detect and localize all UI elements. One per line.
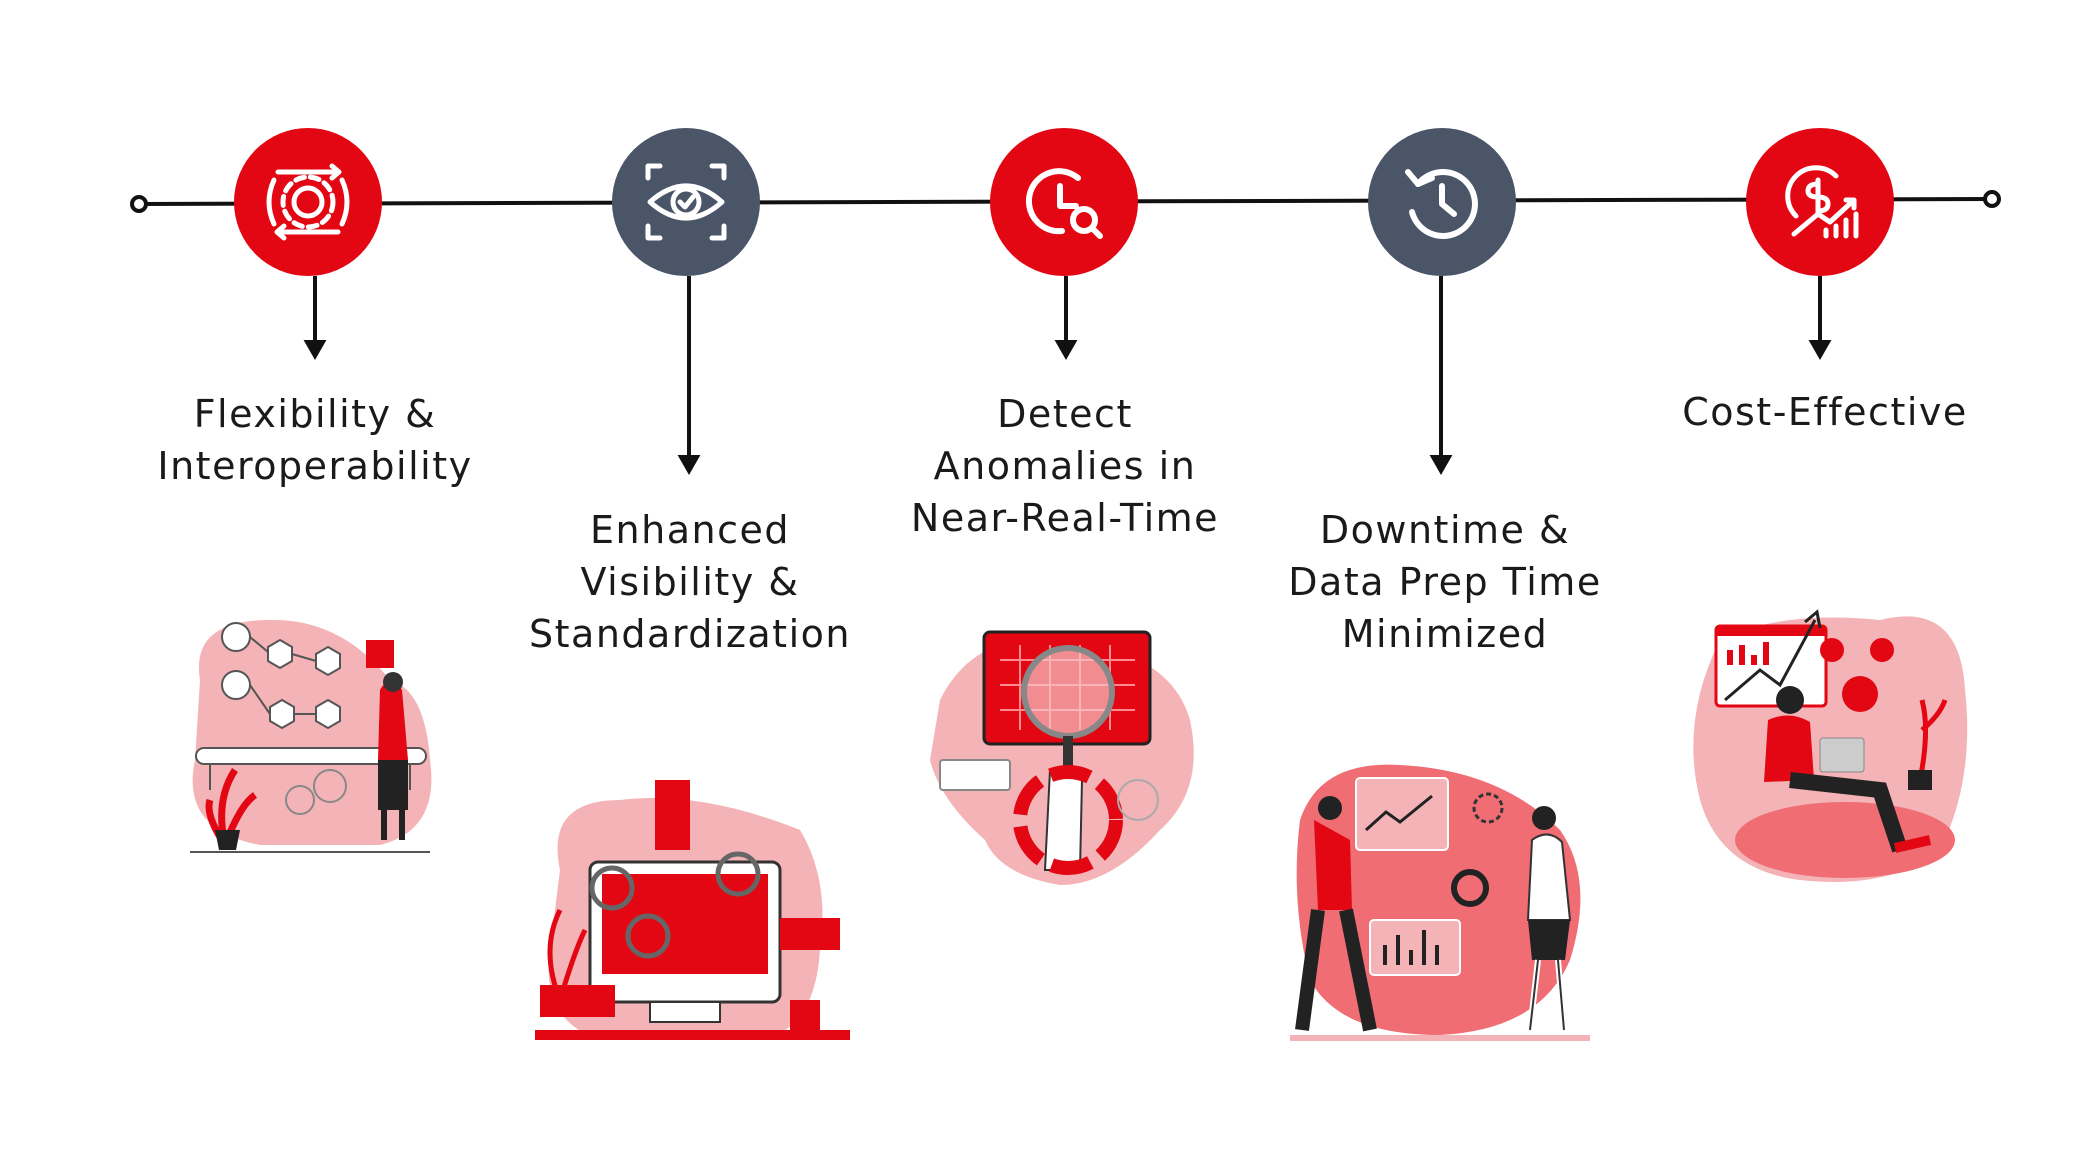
step-4-line-3: Minimized xyxy=(1341,612,1549,656)
illustration-cost-effective xyxy=(1693,609,1968,882)
arrow-5-icon xyxy=(1808,340,1832,361)
step-label-3: Detect Anomalies in Near-Real-Time xyxy=(885,388,1245,544)
step-label-4: Downtime & Data Prep Time Minimized xyxy=(1265,504,1625,660)
step-3-line-3: Near-Real-Time xyxy=(910,496,1220,540)
eye-check-icon xyxy=(645,163,727,241)
clock-search-icon xyxy=(1025,168,1103,239)
step-label-2: Enhanced Visibility & Standardization xyxy=(510,504,870,660)
connector-arrows xyxy=(303,276,1832,476)
arrow-3-icon xyxy=(1054,340,1078,361)
step-2-line-1: Enhanced xyxy=(590,508,790,552)
step-2-line-2: Visibility & xyxy=(580,560,800,604)
step-4-line-2: Data Prep Time xyxy=(1288,560,1602,604)
step-3-line-1: Detect xyxy=(997,392,1133,436)
arrow-1-icon xyxy=(303,340,327,361)
step-label-1: Flexibility & Interoperability xyxy=(140,388,490,492)
step-3-line-2: Anomalies in xyxy=(933,444,1197,488)
step-circle-1 xyxy=(234,128,382,276)
illustration-downtime xyxy=(1290,764,1590,1041)
step-5-line-1: Cost-Effective xyxy=(1682,390,1968,434)
arrow-2-icon xyxy=(677,455,701,476)
dollar-growth-icon xyxy=(1785,165,1859,239)
illustration-visibility xyxy=(535,780,850,1040)
clock-history-icon xyxy=(1405,169,1478,239)
illustration-anomalies xyxy=(930,630,1194,885)
step-circle-3 xyxy=(990,128,1138,276)
step-4-line-1: Downtime & xyxy=(1319,508,1571,552)
timeline-start-node xyxy=(130,195,148,213)
step-label-5: Cost-Effective xyxy=(1645,386,2005,438)
step-1-line-2: Interoperability xyxy=(157,444,473,488)
step-2-line-3: Standardization xyxy=(529,612,851,656)
gear-arrows-icon xyxy=(266,163,350,241)
step-1-line-1: Flexibility & xyxy=(193,392,437,436)
illustration-flexibility xyxy=(190,619,432,853)
timeline-end-node xyxy=(1983,190,2001,208)
arrow-4-icon xyxy=(1429,455,1453,476)
